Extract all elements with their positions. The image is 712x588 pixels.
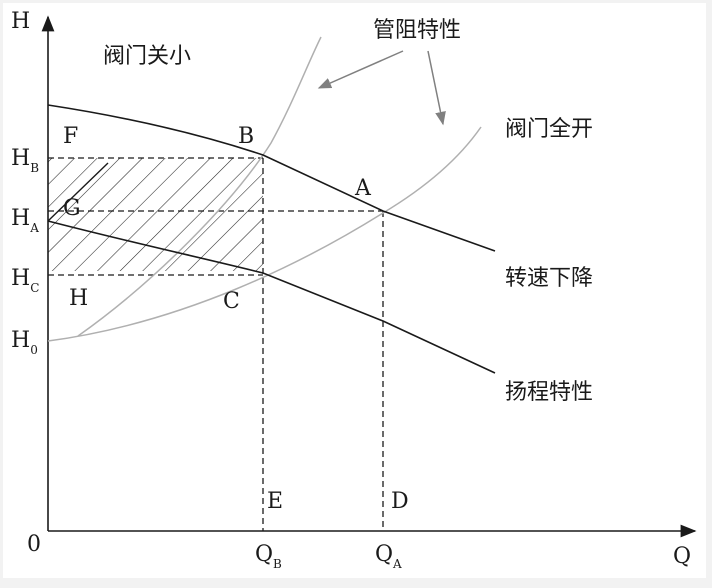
- diagram-frame: H Q 0 HB HA HC H0 QB QA A B C D E F G H …: [3, 3, 706, 578]
- head-curve-speed-down: [47, 220, 496, 374]
- hatched-area: [48, 158, 263, 271]
- pump-curve-diagram: H Q 0 HB HA HC H0 QB QA A B C D E F G H …: [11, 9, 697, 571]
- arrow-to-valve-full: [427, 50, 446, 126]
- point-f-label: F: [63, 124, 78, 149]
- qb-label: QB: [255, 542, 282, 571]
- pipe-resistance-label: 管阻特性: [373, 18, 461, 43]
- point-e-label: E: [267, 489, 283, 514]
- speed-down-label: 转速下降: [505, 266, 593, 291]
- point-a-label: A: [354, 176, 372, 201]
- hb-label: HB: [11, 146, 39, 175]
- qa-label: QA: [375, 542, 402, 571]
- point-c-label: C: [223, 289, 240, 314]
- h0-label: H0: [11, 328, 38, 357]
- hc-label: HC: [11, 266, 39, 295]
- point-b-label: B: [238, 124, 254, 149]
- origin-label: 0: [27, 532, 41, 557]
- ha-label: HA: [11, 206, 39, 235]
- point-h-label: H: [69, 286, 88, 311]
- x-axis-label: Q: [673, 544, 691, 569]
- y-axis-label: H: [11, 9, 30, 34]
- pipe-curve-valve-full: [47, 126, 482, 342]
- point-d-label: D: [391, 489, 409, 514]
- arrow-to-valve-small: [317, 50, 404, 89]
- g-diagonal-line: [47, 162, 109, 222]
- valve-full-label: 阀门全开: [505, 117, 593, 142]
- pipe-curve-valve-small: [77, 36, 322, 337]
- head-curve-normal: [47, 104, 496, 252]
- point-g-label: G: [63, 196, 81, 221]
- head-curve-label: 扬程特性: [505, 380, 593, 405]
- valve-small-label: 阀门关小: [103, 44, 191, 69]
